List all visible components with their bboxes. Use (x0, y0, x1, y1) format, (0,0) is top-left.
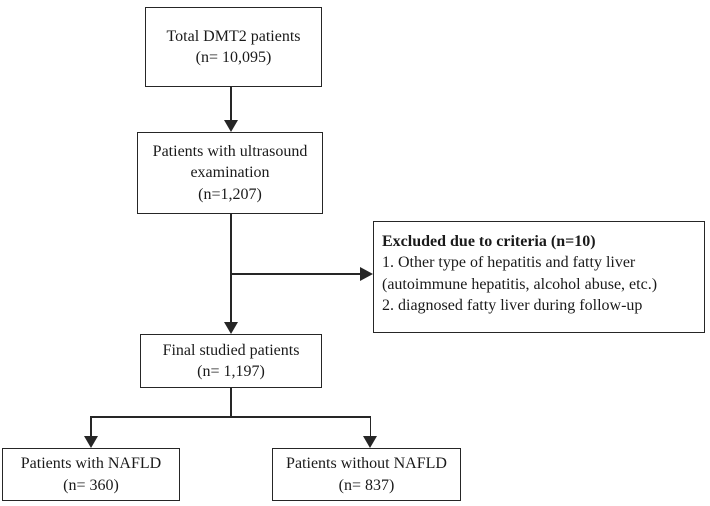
node-ultrasound-examination: Patients with ultrasound examination (n=… (137, 132, 323, 214)
node-final-studied-patients: Final studied patients (n= 1,197) (140, 334, 322, 388)
connector-ultrasound-to-final-line (230, 214, 232, 323)
connector-final-split-crossbar (90, 416, 371, 418)
node-patients-without-nafld: Patients without NAFLD (n= 837) (272, 448, 461, 501)
connector-split-to-nafld-line (90, 416, 92, 437)
connector-split-to-no-nafld-line (369, 416, 372, 437)
excluded-title: Excluded due to criteria (n=10) (382, 233, 596, 250)
node-patients-with-nafld: Patients with NAFLD (n= 360) (2, 448, 180, 501)
connector-final-split-stem (230, 388, 232, 418)
excluded-item-1-detail: (autoimmune hepatitis, alcohol abuse, et… (382, 275, 658, 293)
connector-split-to-no-nafld-arrowhead (363, 436, 377, 448)
excluded-item-2: 2. diagnosed fatty liver during follow-u… (382, 296, 643, 314)
connector-branch-to-excluded-arrowhead (360, 267, 373, 281)
node-total-dmt2-patients: Total DMT2 patients (n= 10,095) (145, 7, 322, 87)
connector-ultrasound-to-final-arrowhead (224, 322, 238, 334)
connector-split-to-nafld-arrowhead (84, 436, 98, 448)
node-excluded-criteria: Excluded due to criteria (n=10) 1. Other… (373, 221, 705, 333)
excluded-item-1: 1. Other type of hepatitis and fatty liv… (382, 254, 636, 272)
connector-branch-to-excluded-line (231, 273, 361, 275)
connector-total-to-ultrasound-line (230, 87, 232, 121)
connector-total-to-ultrasound-arrowhead (224, 120, 238, 132)
